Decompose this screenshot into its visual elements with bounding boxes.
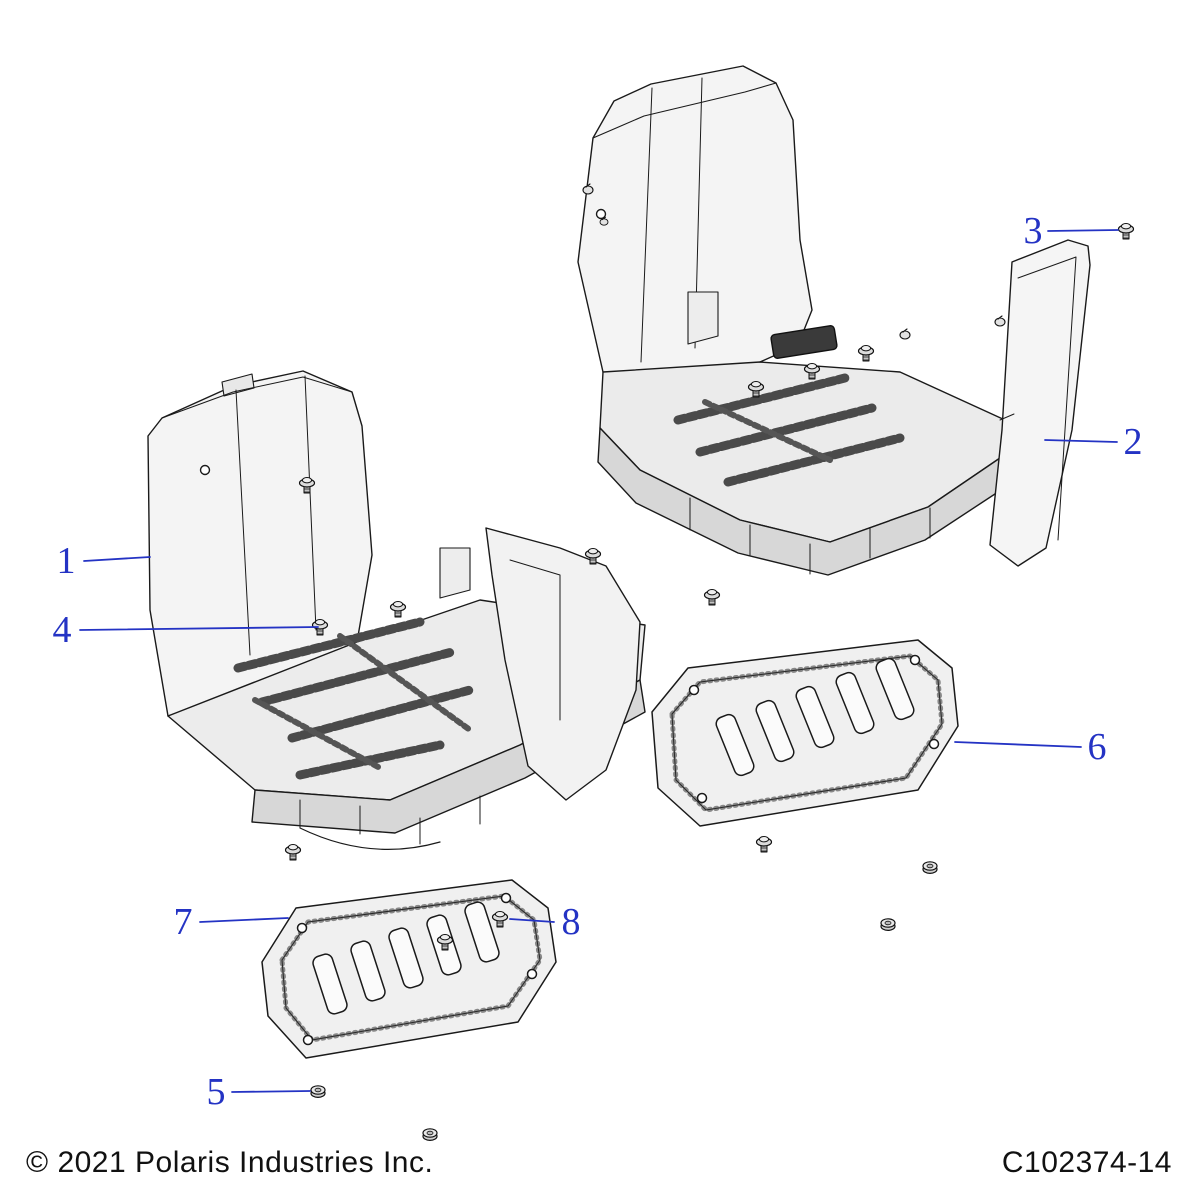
footwell-left-assembly: [147, 370, 646, 850]
callout-5: 5: [206, 1071, 226, 1113]
callout-7: 7: [173, 901, 193, 943]
footrest-right: [651, 639, 959, 827]
callout-1: 1: [56, 540, 76, 582]
footrest-left: [261, 879, 557, 1059]
part-code: C102374-14: [1001, 1146, 1172, 1179]
callout-2: 2: [1123, 421, 1143, 463]
callout-leader-lines: [79, 229, 1119, 1093]
callout-8: 8: [561, 901, 581, 943]
copyright-text: © 2021 Polaris Industries Inc.: [26, 1146, 434, 1179]
footwell-right-assembly: [577, 65, 1091, 576]
callout-6: 6: [1087, 726, 1107, 768]
callout-4: 4: [52, 609, 72, 651]
callout-3: 3: [1023, 210, 1043, 252]
